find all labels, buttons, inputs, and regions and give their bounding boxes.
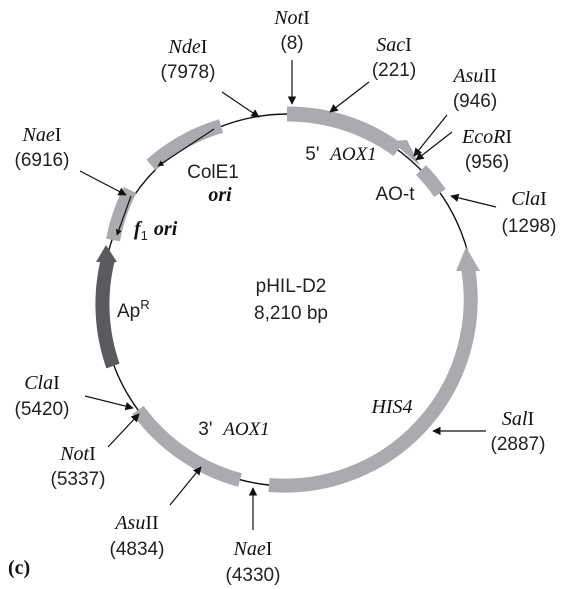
feature-his4-arrowhead bbox=[456, 247, 480, 271]
site-sali-name: SalI bbox=[502, 408, 534, 430]
site-asuii-bot-name: AsuII bbox=[113, 512, 158, 534]
label-f1-ori: f1 ori bbox=[134, 218, 178, 243]
feature-ao-t bbox=[415, 165, 446, 198]
site-sali-pos: (2887) bbox=[491, 434, 546, 455]
site-ndei-pos: (7978) bbox=[161, 62, 216, 83]
site-clai-bot: ClaI (5420) bbox=[15, 372, 70, 420]
site-asuii-top-pos: (946) bbox=[453, 91, 497, 112]
ecori-arrow bbox=[415, 131, 453, 161]
label-5-aox1-gene: AOX1 bbox=[328, 144, 376, 165]
label-5-aox1: 5' AOX1 bbox=[305, 144, 376, 165]
site-noti-top-pos: (8) bbox=[280, 33, 303, 54]
site-clai-bot-pos: (5420) bbox=[15, 399, 70, 420]
site-saci-pos: (221) bbox=[372, 60, 416, 81]
label-cole1: ColE1 bbox=[187, 162, 239, 183]
site-noti-top: NotI (8) bbox=[273, 7, 310, 54]
site-noti-bot: NotI (5337) bbox=[51, 443, 106, 490]
site-asuii-bot-pos: (4834) bbox=[110, 539, 165, 560]
clai-bot-arrow bbox=[84, 395, 134, 411]
label-apr-sup: R bbox=[140, 297, 149, 312]
cole1-orientation-arrow bbox=[157, 128, 215, 167]
site-clai-top-name: ClaI bbox=[511, 188, 547, 210]
site-ecori-pos: (956) bbox=[465, 152, 509, 173]
label-ao-t-b: -t bbox=[403, 184, 415, 205]
site-ecori: EcoRI (956) bbox=[461, 126, 512, 173]
label-apr-base: Ap bbox=[117, 301, 140, 322]
f1-orientation-arrow bbox=[116, 195, 132, 236]
asuii-top-arrow bbox=[413, 114, 448, 157]
feature-3-aox1 bbox=[132, 405, 242, 487]
feature-5-aox1 bbox=[286, 106, 403, 157]
site-saci-name: SacI bbox=[376, 34, 412, 56]
site-sali: SalI (2887) bbox=[491, 408, 546, 455]
label-3-aox1: 3' AOX1 bbox=[198, 419, 269, 440]
label-ao-t-a: AO bbox=[375, 184, 402, 205]
site-clai-top: ClaI (1298) bbox=[502, 188, 557, 237]
ndei-arrow bbox=[221, 91, 260, 118]
feature-5-aox1-arrowhead bbox=[391, 140, 420, 166]
feature-apr bbox=[95, 257, 120, 369]
asuii-bot-arrow bbox=[169, 466, 202, 506]
saci-arrow bbox=[329, 81, 370, 113]
panel-label: (c) bbox=[8, 557, 30, 579]
plasmid-name: pHIL-D2 bbox=[256, 276, 327, 297]
plasmid-size: 8,210 bp bbox=[254, 303, 328, 324]
label-f1-ori-word: ori bbox=[154, 218, 178, 240]
site-clai-bot-name: ClaI bbox=[24, 372, 60, 394]
feature-arcs bbox=[95, 106, 480, 493]
label-f1-f: f bbox=[134, 218, 143, 240]
site-clai-top-pos: (1298) bbox=[502, 216, 557, 237]
feature-cole1-ori bbox=[146, 119, 224, 171]
site-naei-bot-name: NaeI bbox=[233, 538, 273, 560]
label-f1-sub: 1 bbox=[141, 228, 148, 243]
clai-top-arrow bbox=[450, 193, 497, 208]
site-ecori-name: EcoRI bbox=[461, 126, 512, 148]
feature-his4 bbox=[268, 266, 478, 493]
label-ao-t: AO-t bbox=[375, 184, 415, 205]
site-ndei: NdeI (7978) bbox=[161, 36, 216, 83]
site-asuii-top-name: AsuII bbox=[451, 65, 496, 87]
site-naei-left: NaeI (6916) bbox=[15, 124, 70, 171]
label-5-aox1-num: 5' bbox=[305, 144, 319, 165]
site-naei-left-pos: (6916) bbox=[15, 150, 70, 171]
site-noti-bot-pos: (5337) bbox=[51, 469, 106, 490]
site-asuii-top: AsuII (946) bbox=[451, 65, 497, 112]
site-saci: SacI (221) bbox=[372, 34, 416, 81]
label-cole1-ori: ori bbox=[208, 184, 232, 206]
site-asuii-bot: AsuII (4834) bbox=[110, 512, 165, 560]
site-naei-bot: NaeI (4330) bbox=[226, 538, 281, 586]
site-ndei-name: NdeI bbox=[168, 36, 208, 58]
label-his4: HIS4 bbox=[370, 396, 412, 418]
site-naei-left-name: NaeI bbox=[22, 124, 62, 146]
label-3-aox1-gene: AOX1 bbox=[221, 419, 269, 440]
site-noti-top-name: NotI bbox=[273, 7, 310, 29]
site-noti-bot-name: NotI bbox=[59, 443, 96, 465]
naei-left-arrow bbox=[79, 170, 127, 196]
label-3-aox1-num: 3' bbox=[198, 419, 212, 440]
site-naei-bot-pos: (4330) bbox=[226, 565, 281, 586]
feature-f1-ori bbox=[106, 186, 137, 242]
site-arrows bbox=[79, 60, 497, 530]
feature-apr-arrowhead bbox=[96, 245, 117, 262]
label-apr: ApR bbox=[117, 297, 150, 322]
noti-bot-arrow bbox=[107, 413, 140, 448]
